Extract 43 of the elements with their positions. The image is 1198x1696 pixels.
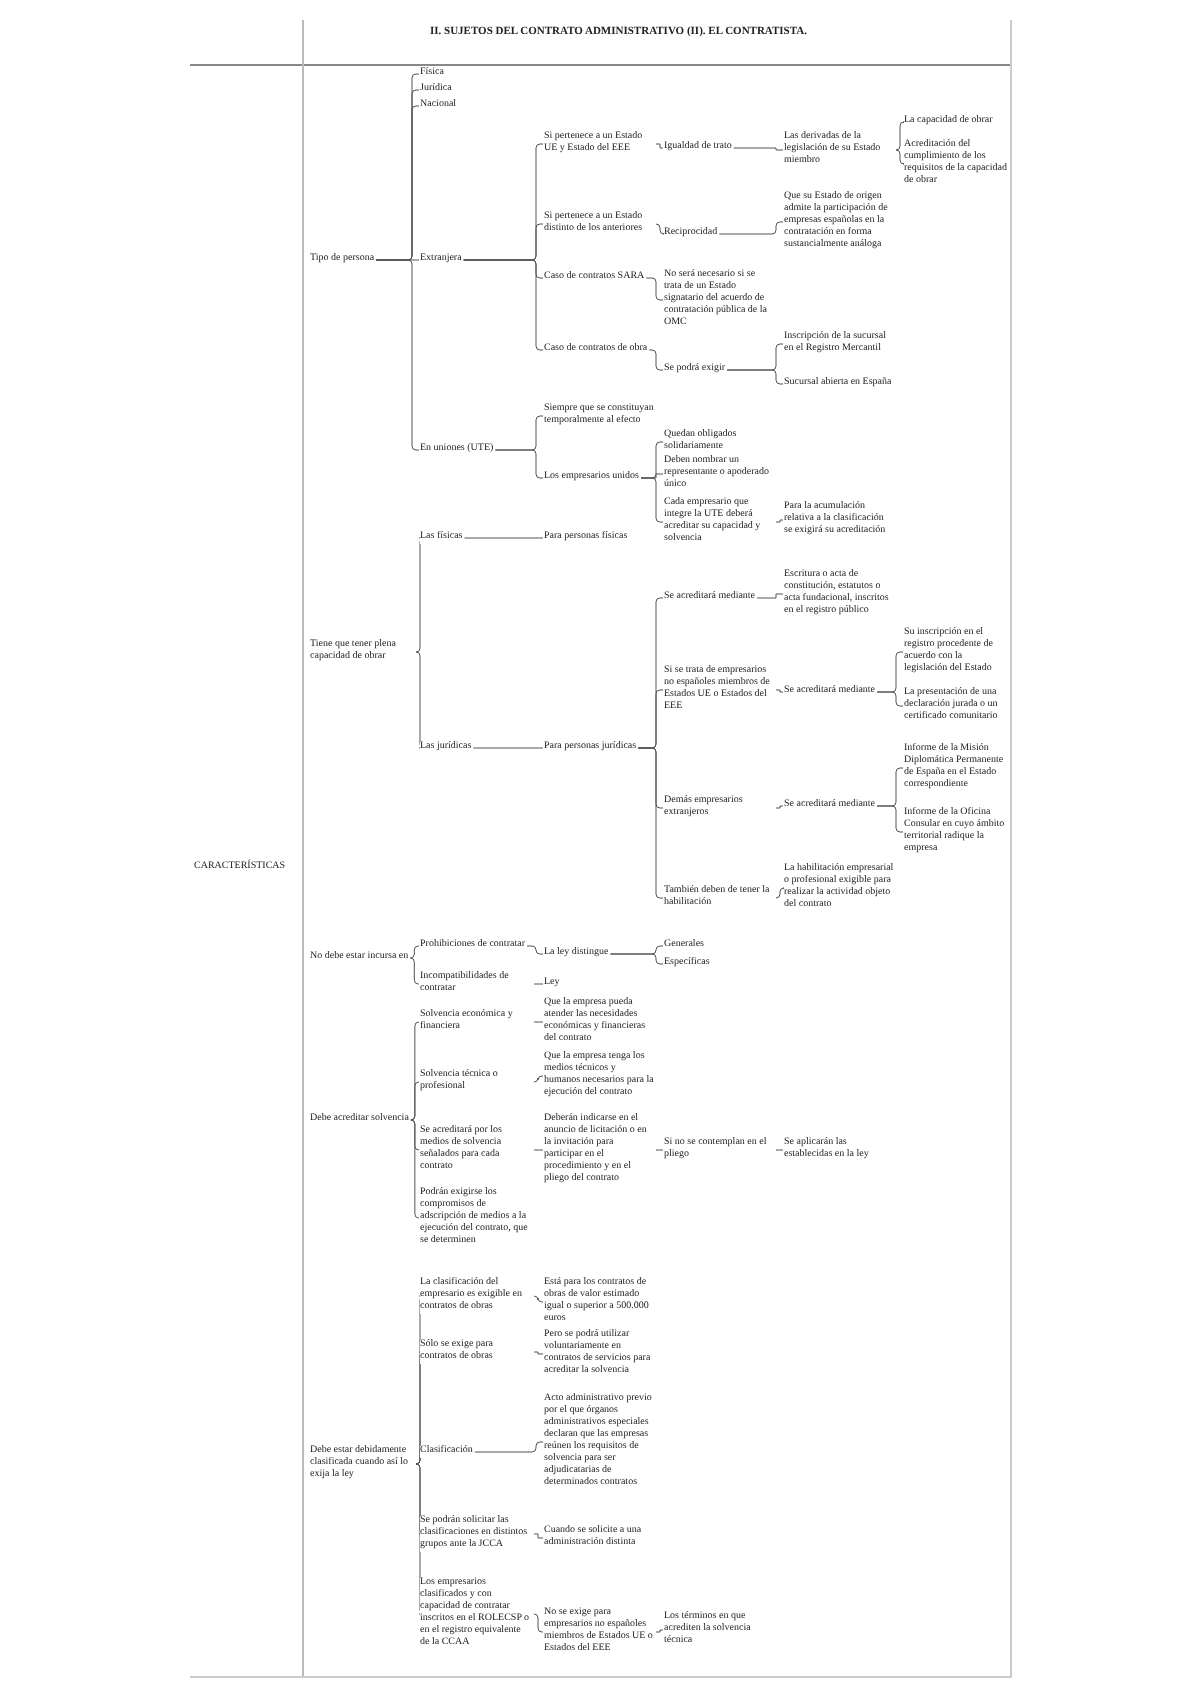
connector-line: [609, 953, 664, 965]
connector-line: [876, 805, 904, 833]
connector-line: [375, 259, 420, 451]
connector-line: [533, 1021, 544, 1023]
connector-line: [876, 691, 904, 707]
connector-line: [533, 1533, 544, 1539]
connector-line: [463, 259, 544, 351]
connector-line: [410, 1081, 420, 1121]
connector-line: [409, 945, 420, 959]
connector-line: [645, 277, 664, 301]
connector-line: [655, 1629, 664, 1633]
connector-line: [533, 1295, 544, 1303]
connector-line: [526, 945, 544, 955]
connector-line: [648, 349, 664, 371]
connector-line: [718, 221, 784, 235]
connector-line: [756, 593, 784, 599]
connector-line: [533, 983, 544, 985]
connector-line: [415, 537, 425, 653]
connector-line: [775, 887, 785, 899]
connector-line: [775, 519, 784, 523]
connector-line: [775, 1149, 784, 1151]
connector-line: [533, 1613, 544, 1633]
connector-line: [533, 1149, 544, 1151]
connector-line: [533, 1075, 544, 1083]
connector-line: [775, 689, 784, 693]
connector-line: [726, 369, 784, 385]
connector-line: [895, 149, 905, 165]
connector-line: [415, 651, 425, 749]
connector-line: [640, 477, 664, 523]
connector-line: [655, 1149, 664, 1151]
connector-line: [410, 1119, 420, 1219]
connector-line: [655, 223, 665, 235]
connector-line: [637, 747, 664, 899]
connector-line: [474, 1441, 544, 1453]
connector-line: [472, 747, 544, 749]
connector-line: [655, 143, 664, 149]
connector-line: [409, 957, 420, 985]
connector-line: [775, 805, 784, 809]
connector-line: [895, 121, 905, 151]
connector-line: [494, 449, 544, 479]
connector-line: [533, 1351, 544, 1355]
connector-line: [733, 147, 784, 151]
connector-line: [464, 537, 544, 539]
